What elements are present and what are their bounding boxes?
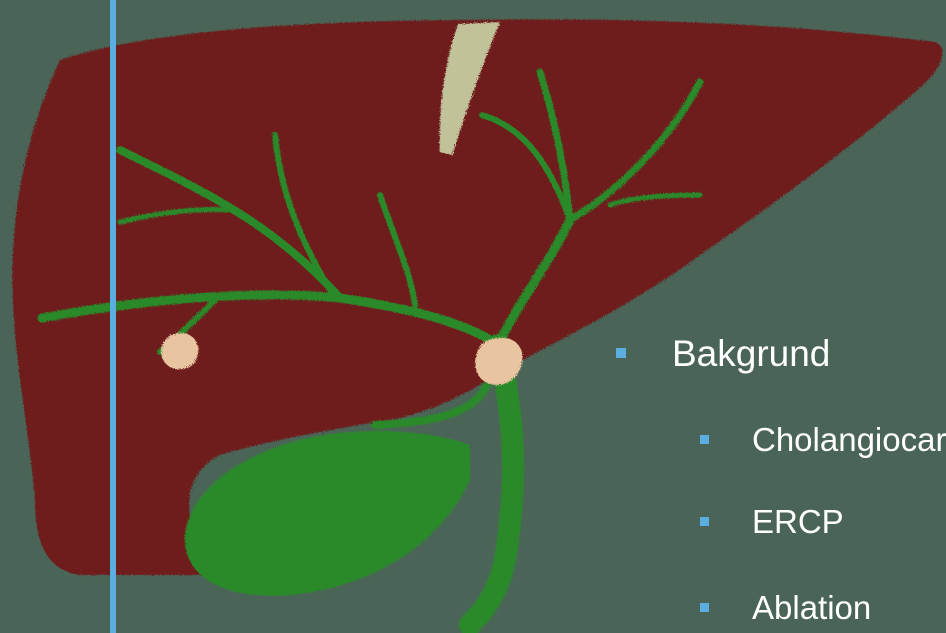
bullet-marker-icon (700, 517, 709, 526)
bullet-label: Cholangiocarcinom (752, 421, 946, 458)
bullet-ercp: ERCP (752, 502, 844, 542)
bullet-marker-icon (700, 435, 709, 444)
bullet-ablation: Ablation (752, 588, 871, 628)
bullet-label: Ablation (752, 589, 871, 626)
bullet-cholangiocarcinom: Cholangiocarcinom (752, 420, 946, 460)
bullet-label: ERCP (752, 503, 844, 540)
bullet-marker-icon (700, 603, 709, 612)
bullet-bakgrund: Bakgrund (672, 332, 830, 376)
bullet-label: Bakgrund (672, 333, 830, 374)
bullet-marker-icon (616, 348, 626, 358)
